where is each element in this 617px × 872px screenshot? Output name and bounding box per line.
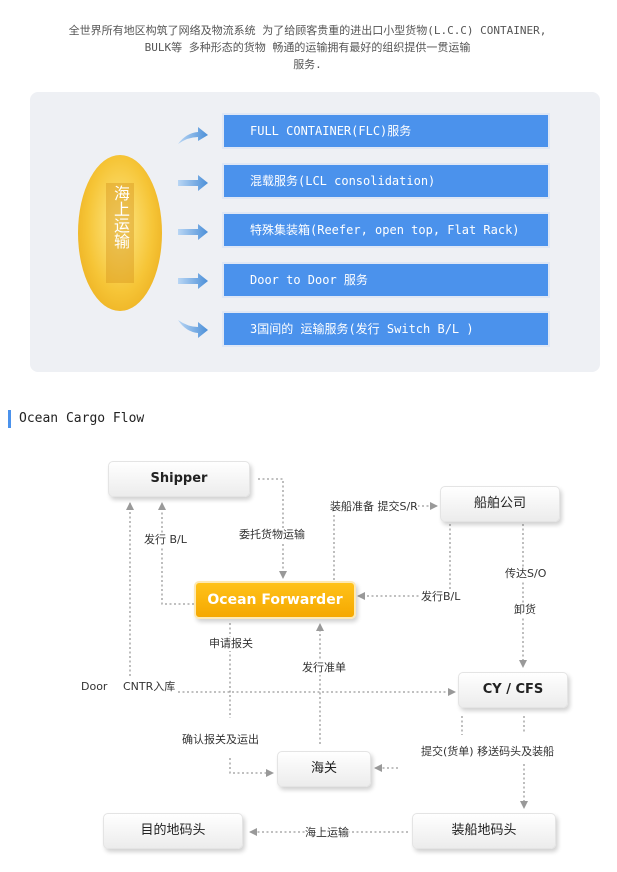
label-consign: 委托货物运输	[239, 528, 305, 542]
service-item-door-to-door[interactable]: Door to Door 服务	[222, 262, 550, 298]
destination-port-node[interactable]: 目的地码头	[103, 813, 243, 849]
label-issue-bl-right: 发行B/L	[421, 590, 461, 604]
label-transmit-so: 传达S/O	[505, 567, 547, 581]
right-arrow-icon	[178, 273, 208, 289]
curved-arrow-up-icon	[178, 127, 208, 144]
label-submit-docs: 提交(货单) 移送码头及装船	[421, 745, 555, 759]
label-cntr-in: CNTR入库	[123, 680, 176, 694]
curved-arrow-down-icon	[178, 320, 208, 338]
service-item-special-container[interactable]: 特殊集装箱(Reefer, open top, Flat Rack)	[222, 212, 550, 248]
right-arrow-icon	[178, 224, 208, 240]
service-item-third-country[interactable]: 3国间的 运输服务(发行 Switch B/L )	[222, 311, 550, 347]
ocean-cargo-flow-heading: Ocean Cargo Flow	[8, 410, 144, 428]
shipper-node[interactable]: Shipper	[108, 461, 250, 497]
cy-cfs-node[interactable]: CY / CFS	[458, 672, 568, 708]
label-confirm-customs: 确认报关及运出	[182, 733, 259, 747]
sea-transport-label: 海上运输	[106, 183, 134, 283]
service-item-flc[interactable]: FULL CONTAINER(FLC)服务	[222, 113, 550, 149]
service-item-lcl[interactable]: 混载服务(LCL consolidation)	[222, 163, 550, 199]
customs-node[interactable]: 海关	[277, 751, 371, 787]
right-arrow-icon	[178, 175, 208, 191]
sea-transport-oval	[78, 155, 162, 311]
intro-line-1: 全世界所有地区构筑了网络及物流系统 为了给顾客贵重的进出口小型货物(L.C.C)…	[68, 24, 547, 37]
label-apply-customs: 申请报关	[209, 637, 253, 651]
ocean-forwarder-node[interactable]: Ocean Forwarder	[194, 581, 356, 619]
label-sea-transport: 海上运输	[305, 826, 349, 840]
loading-port-node[interactable]: 装船地码头	[412, 813, 556, 849]
intro-line-2: BULK等 多种形态的货物 畅通的运输拥有最好的组织提供一贯运输	[144, 41, 471, 54]
intro-line-3: 服务.	[293, 58, 322, 71]
label-door: Door	[81, 680, 108, 694]
label-issue-bl-left: 发行 B/L	[144, 533, 187, 547]
shipping-company-node[interactable]: 船舶公司	[440, 486, 560, 522]
label-unload: 卸货	[514, 603, 536, 617]
label-prepare-loading: 装船准备 提交S/R	[330, 500, 418, 514]
intro-text: 全世界所有地区构筑了网络及物流系统 为了给顾客贵重的进出口小型货物(L.C.C)…	[40, 22, 575, 73]
label-issue-permit: 发行准单	[302, 661, 346, 675]
